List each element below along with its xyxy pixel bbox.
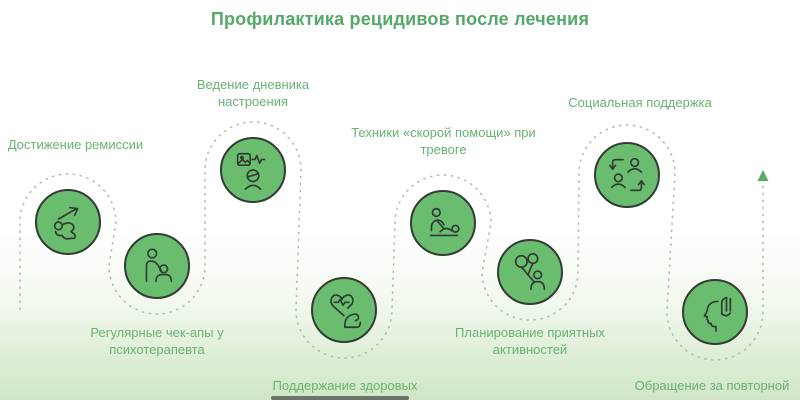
page-title: Профилактика рецидивов после лечения (210, 9, 590, 29)
heart-strength-icon (330, 294, 362, 329)
video-progress-bar[interactable] (271, 396, 409, 400)
step-label-checkups: Регулярные чек-апы у психотерапевта (90, 325, 224, 357)
step-circle-social-support (594, 142, 660, 208)
step-circle-healthy-habits (311, 277, 377, 343)
path-end-arrow-icon (757, 170, 769, 181)
step-circle-repeat-help (682, 279, 748, 345)
step-circle-remission (35, 189, 101, 255)
therapist-session-icon (145, 248, 173, 283)
person-progress-icon (53, 206, 79, 240)
step-circle-rescue-techniques (410, 190, 476, 256)
mood-diary-icon (236, 152, 266, 190)
step-circle-checkups (124, 233, 190, 299)
step-label-remission: Достижение ремиссии (7, 137, 144, 152)
step-label-rescue-techniques: Техники «скорой помощи» при тревоге (351, 125, 536, 157)
first-aid-icon (429, 207, 460, 237)
step-circle-mood-diary (220, 137, 286, 203)
step-circle-pleasant-activities (497, 239, 563, 305)
step-label-repeat-help: Обращение за повторной помощью (634, 378, 790, 400)
step-label-social-support: Социальная поддержка (568, 95, 712, 110)
balloons-person-icon (514, 252, 546, 291)
step-label-mood-diary: Ведение дневника настроения (196, 77, 310, 109)
step-label-pleasant-activities: Планирование приятных активностей (455, 325, 605, 357)
supportive-hand-icon (703, 296, 732, 332)
people-exchange-icon (608, 157, 646, 192)
